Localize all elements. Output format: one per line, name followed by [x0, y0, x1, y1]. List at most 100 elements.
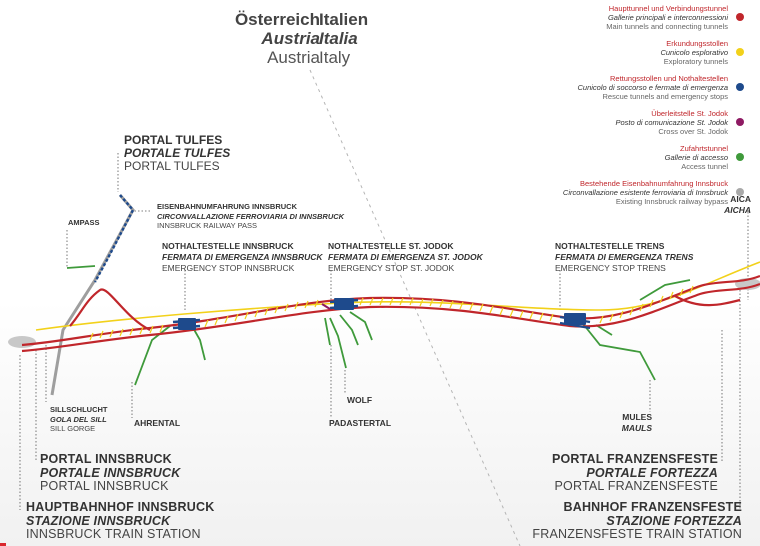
label-mules: MULES MAULS: [622, 412, 652, 434]
label-stop-innsbruck: NOTHALTESTELLE INNSBRUCK FERMATA DI EMER…: [162, 241, 323, 274]
label-en: PORTAL FRANZENSFESTE: [554, 479, 718, 493]
corner-mark: [0, 543, 6, 546]
label-it: FERMATA DI EMERGENZA INNSBRUCK: [162, 252, 323, 262]
existing-bypass-line: [50, 194, 135, 396]
label-it: PORTALE INNSBRUCK: [40, 465, 181, 480]
innsbruck-station-marker: [8, 336, 36, 348]
legend-text-it: Posto di comunicazione St. Jodok: [615, 118, 728, 127]
label-padastertal: PADASTERTAL: [329, 418, 391, 429]
label-ampass: AMPASS: [68, 218, 100, 228]
label-ahrental: AHRENTAL: [134, 418, 180, 429]
label-portal-tulfes: PORTAL TULFES PORTALE TULFES PORTAL TULF…: [124, 134, 230, 173]
label-de: WOLF: [347, 395, 373, 405]
legend-rescue: Rettungsstollen und Nothaltestellen Cuni…: [494, 74, 744, 101]
label-en: INNSBRUCK RAILWAY PASS: [157, 221, 258, 230]
label-stop-trens: NOTHALTESTELLE TRENS FERMATA DI EMERGENZ…: [555, 241, 693, 274]
label-it: GOLA DEL SILL: [50, 414, 107, 424]
label-en: FRANZENSFESTE TRAIN STATION: [532, 527, 742, 541]
legend-text-en: Access tunnel: [681, 162, 728, 171]
country-italy: Italien Italia Italy: [319, 10, 368, 67]
legend-dot-blue: [736, 83, 744, 91]
label-wolf: WOLF: [347, 395, 372, 406]
legend-text-de: Erkundungsstollen: [666, 39, 728, 48]
label-de: PORTAL INNSBRUCK: [40, 452, 172, 466]
legend-dot-purple: [736, 118, 744, 126]
label-de: PADASTERTAL: [329, 418, 392, 428]
country-austria-en: Austria: [267, 48, 320, 67]
legend-text-it: Circonvallazione esistente ferroviaria d…: [562, 188, 728, 197]
label-de: SILLSCHLUCHT: [50, 405, 108, 414]
legend-text-en: Exploratory tunnels: [663, 57, 728, 66]
legend-text-en: Main tunnels and connecting tunnels: [606, 22, 728, 31]
label-it: FERMATA DI EMERGENZA ST. JODOK: [328, 252, 483, 262]
country-austria-de: Österreich: [234, 10, 320, 29]
legend-dot-red: [736, 13, 744, 21]
label-de: PORTAL TULFES: [124, 133, 223, 147]
country-austria: Österreich Austria Austria: [235, 10, 320, 67]
main-tunnels: [21, 274, 760, 353]
legend-exploratory: Erkundungsstollen Cunicolo esplorativo E…: [494, 39, 744, 66]
label-station-innsbruck: HAUPTBAHNHOF INNSBRUCK STAZIONE INNSBRUC…: [26, 500, 215, 542]
label-it: STAZIONE INNSBRUCK: [26, 513, 171, 528]
label-en: SILL GORGE: [50, 424, 96, 433]
label-it: CIRCONVALLAZIONE FERROVIARIA DI INNSBRUC…: [157, 211, 345, 221]
legend-dot-yellow: [736, 48, 744, 56]
legend-text-it: Gallerie di accesso: [664, 153, 728, 162]
label-portal-innsbruck: PORTAL INNSBRUCK PORTALE INNSBRUCK PORTA…: [40, 452, 181, 494]
legend-text-de: Bestehende Eisenbahnumfahrung Innsbruck: [579, 179, 728, 188]
label-en: PORTAL INNSBRUCK: [40, 479, 169, 493]
label-de: MAULS: [621, 423, 652, 433]
leader-lines: [19, 153, 749, 510]
country-italy-de: Italien: [319, 10, 369, 29]
label-it: PORTALE FORTEZZA: [586, 465, 718, 480]
label-it: AICA: [730, 194, 751, 204]
label-de: HAUPTBAHNHOF INNSBRUCK: [26, 500, 215, 514]
label-en: EMERGENCY STOP INNSBRUCK: [162, 263, 295, 273]
legend-text-de: Haupttunnel und Verbindungstunnel: [608, 4, 728, 13]
label-sill-gorge: SILLSCHLUCHT GOLA DEL SILL SILL GORGE: [50, 405, 108, 434]
legend-access: Zufahrtstunnel Gallerie di accesso Acces…: [494, 144, 744, 171]
label-de: BAHNHOF FRANZENSFESTE: [563, 500, 742, 514]
legend-text-it: Cunicolo esplorativo: [660, 48, 728, 57]
label-en: PORTAL TULFES: [124, 159, 220, 173]
label-it: STAZIONE FORTEZZA: [606, 513, 742, 528]
legend-main-tunnels: Haupttunnel und Verbindungstunnel Galler…: [494, 4, 744, 31]
label-de: NOTHALTESTELLE INNSBRUCK: [162, 241, 294, 251]
legend-text-de: Rettungsstollen und Nothaltestellen: [610, 74, 728, 83]
legend-text-en: Cross over St. Jodok: [658, 127, 728, 136]
label-en: INNSBRUCK TRAIN STATION: [26, 527, 201, 541]
legend-text-en: Existing Innsbruck railway bypass: [615, 197, 728, 206]
label-de: NOTHALTESTELLE ST. JODOK: [328, 241, 454, 251]
label-de: AHRENTAL: [134, 418, 181, 428]
label-en: EMERGENCY STOP ST. JODOK: [328, 263, 455, 273]
label-stop-jodok: NOTHALTESTELLE ST. JODOK FERMATA DI EMER…: [328, 241, 483, 274]
crossover-jodok: [321, 303, 331, 310]
country-austria-it: Austria: [261, 29, 320, 48]
label-en: EMERGENCY STOP TRENS: [555, 263, 666, 273]
label-it: MULES: [622, 412, 652, 422]
label-railway-bypass: EISENBAHNUMFAHRUNG INNSBRUCK CIRCONVALLA…: [157, 202, 344, 231]
legend-dot-green: [736, 153, 744, 161]
legend-crossover: Überleitstelle St. Jodok Posto di comuni…: [494, 109, 744, 136]
emergency-stop-blocks: [178, 298, 586, 330]
label-de: AICHA: [724, 205, 751, 215]
legend-text-en: Rescue tunnels and emergency stops: [602, 92, 729, 101]
country-italy-it: Italia: [319, 29, 358, 48]
label-it: PORTALE TULFES: [124, 146, 231, 160]
legend-bypass: Bestehende Eisenbahnumfahrung Innsbruck …: [494, 179, 744, 206]
legend-text-de: Zufahrtstunnel: [680, 144, 728, 153]
label-it: FERMATA DI EMERGENZA TRENS: [555, 252, 694, 262]
legend-text-de: Überleitstelle St. Jodok: [651, 109, 728, 118]
label-de: NOTHALTESTELLE TRENS: [555, 241, 665, 251]
legend-dot-grey: [736, 188, 744, 196]
legend: Haupttunnel und Verbindungstunnel Galler…: [494, 4, 744, 214]
label-de: PORTAL FRANZENSFESTE: [551, 452, 718, 466]
label-station-franzensfeste: BAHNHOF FRANZENSFESTE STAZIONE FORTEZZA …: [532, 500, 742, 542]
label-aica: AICA AICHA: [724, 194, 751, 216]
label-de: EISENBAHNUMFAHRUNG INNSBRUCK: [157, 202, 298, 211]
crosspassages: [89, 285, 694, 341]
label-de: AMPASS: [68, 218, 100, 227]
legend-text-it: Cunicolo di soccorso e fermate di emerge…: [577, 83, 729, 92]
legend-text-it: Gallerie principali e interconnessioni: [607, 13, 728, 22]
